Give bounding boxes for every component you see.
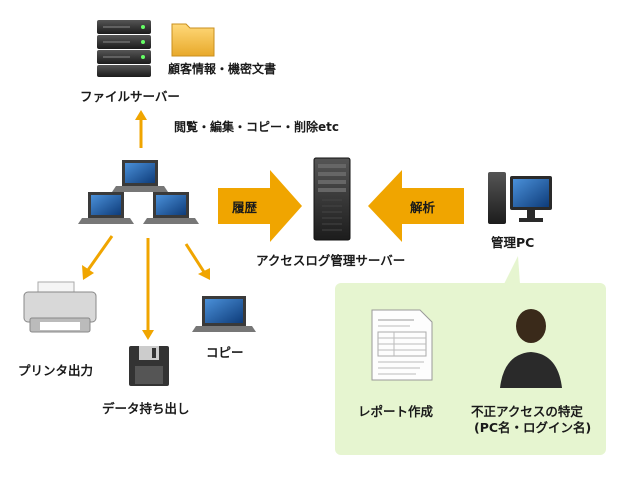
laptop-icon xyxy=(143,192,199,224)
arrow-to-floppy xyxy=(142,238,154,340)
analysis-label: 解析 xyxy=(410,200,436,215)
server-icon xyxy=(97,20,151,77)
printer-icon xyxy=(23,281,97,333)
document-icon xyxy=(371,309,433,381)
operations-label: 閲覧・編集・コピー・削除etc xyxy=(174,120,339,134)
history-label: 履歴 xyxy=(232,200,258,215)
arrow-to-copy-laptop xyxy=(184,243,210,280)
confidential-label: 顧客情報・機密文書 xyxy=(168,62,277,76)
arrow-up-to-file-server xyxy=(135,110,147,148)
tower-server-icon xyxy=(313,157,351,241)
person-icon xyxy=(500,309,562,388)
callout-pointer xyxy=(504,256,520,284)
identify-label-line1: 不正アクセスの特定 xyxy=(471,404,583,419)
identify-label-line2: (PC名・ログイン名) xyxy=(474,420,592,435)
data-removal-label: データ持ち出し xyxy=(102,401,190,416)
file-server-label: ファイルサーバー xyxy=(80,89,180,104)
analysis-arrow xyxy=(368,170,464,242)
laptop-icon xyxy=(78,192,134,224)
floppy-disk-icon xyxy=(129,346,169,386)
folder-icon xyxy=(171,23,215,57)
desktop-pc-icon xyxy=(488,172,552,224)
log-server-label: アクセスログ管理サーバー xyxy=(256,253,406,268)
arrow-to-printer xyxy=(82,235,114,280)
copy-label: コピー xyxy=(206,345,244,360)
admin-pc-label: 管理PC xyxy=(491,235,535,250)
laptop-icon xyxy=(192,296,256,332)
history-arrow xyxy=(218,170,302,242)
laptop-icon xyxy=(112,160,168,192)
printer-label: プリンタ出力 xyxy=(18,363,94,378)
report-label: レポート作成 xyxy=(358,404,434,419)
